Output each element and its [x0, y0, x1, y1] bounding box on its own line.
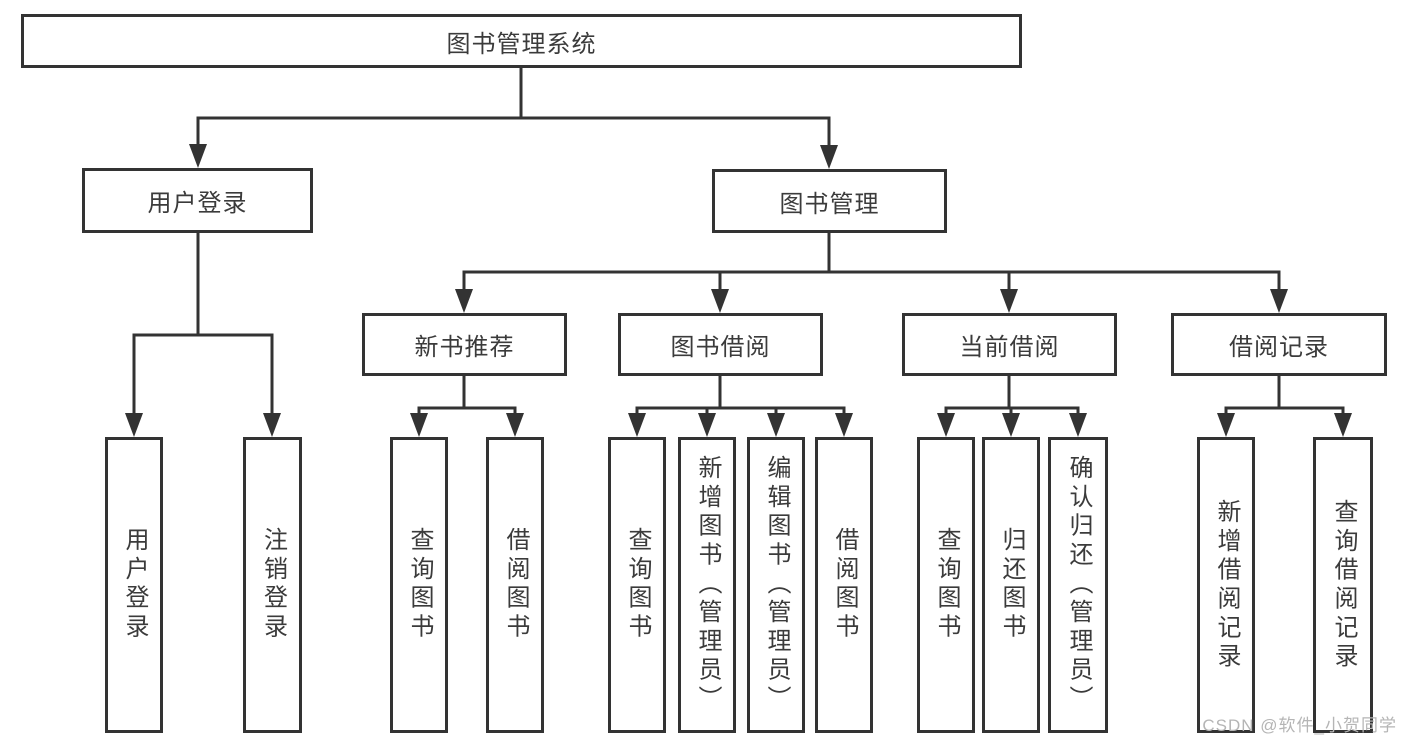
leaf-query-books-current: 查询图书: [917, 437, 975, 733]
leaf-edit-book-admin: 编辑图书（管理员）: [747, 437, 805, 733]
leaf-edit-book-admin-label: 编辑图书（管理员）: [763, 455, 790, 715]
leaf-return-books: 归还图书: [982, 437, 1040, 733]
node-book-management-label: 图书管理: [779, 190, 880, 218]
leaf-borrow-books-recommend: 借阅图书: [486, 437, 544, 733]
node-root-label: 图书管理系统: [446, 30, 597, 58]
leaf-add-borrow-record-label: 新增借阅记录: [1213, 498, 1240, 672]
node-current-borrow: 当前借阅: [902, 313, 1117, 376]
leaf-query-books-current-label: 查询图书: [933, 527, 960, 643]
leaf-add-borrow-record: 新增借阅记录: [1197, 437, 1255, 733]
node-root: 图书管理系统: [21, 14, 1022, 68]
leaf-user-login: 用户登录: [105, 437, 163, 733]
leaf-query-books-recommend-label: 查询图书: [406, 527, 433, 643]
leaf-logout-label: 注销登录: [259, 527, 287, 643]
node-book-borrow: 图书借阅: [618, 313, 823, 376]
leaf-query-books-recommend: 查询图书: [390, 437, 448, 733]
node-new-book-recommend: 新书推荐: [362, 313, 567, 376]
node-borrow-records-label: 借阅记录: [1229, 334, 1329, 361]
leaf-add-book-admin: 新增图书（管理员）: [678, 437, 736, 733]
csdn-watermark: CSDN @软件_小贺同学: [1202, 716, 1397, 735]
node-user-login: 用户登录: [82, 168, 313, 233]
leaf-confirm-return-admin-label: 确认归还（管理员）: [1065, 455, 1092, 715]
leaf-return-books-label: 归还图书: [998, 527, 1025, 643]
leaf-query-books-borrow-label: 查询图书: [624, 527, 651, 643]
node-user-login-label: 用户登录: [147, 190, 248, 217]
leaf-query-borrow-record: 查询借阅记录: [1313, 437, 1373, 733]
leaf-logout: 注销登录: [243, 437, 302, 733]
leaf-borrow-books-2-label: 借阅图书: [831, 527, 858, 643]
node-borrow-records: 借阅记录: [1171, 313, 1387, 376]
leaf-add-book-admin-label: 新增图书（管理员）: [694, 455, 721, 715]
leaf-user-login-label: 用户登录: [121, 527, 148, 643]
node-book-borrow-label: 图书借阅: [670, 334, 771, 361]
leaf-confirm-return-admin: 确认归还（管理员）: [1048, 437, 1108, 733]
leaf-borrow-books-recommend-label: 借阅图书: [502, 527, 529, 643]
node-new-book-recommend-label: 新书推荐: [414, 334, 515, 361]
node-book-management: 图书管理: [712, 169, 947, 233]
leaf-borrow-books-2: 借阅图书: [815, 437, 873, 733]
node-current-borrow-label: 当前借阅: [959, 334, 1060, 361]
leaf-query-books-borrow: 查询图书: [608, 437, 666, 733]
leaf-query-borrow-record-label: 查询借阅记录: [1330, 498, 1357, 672]
